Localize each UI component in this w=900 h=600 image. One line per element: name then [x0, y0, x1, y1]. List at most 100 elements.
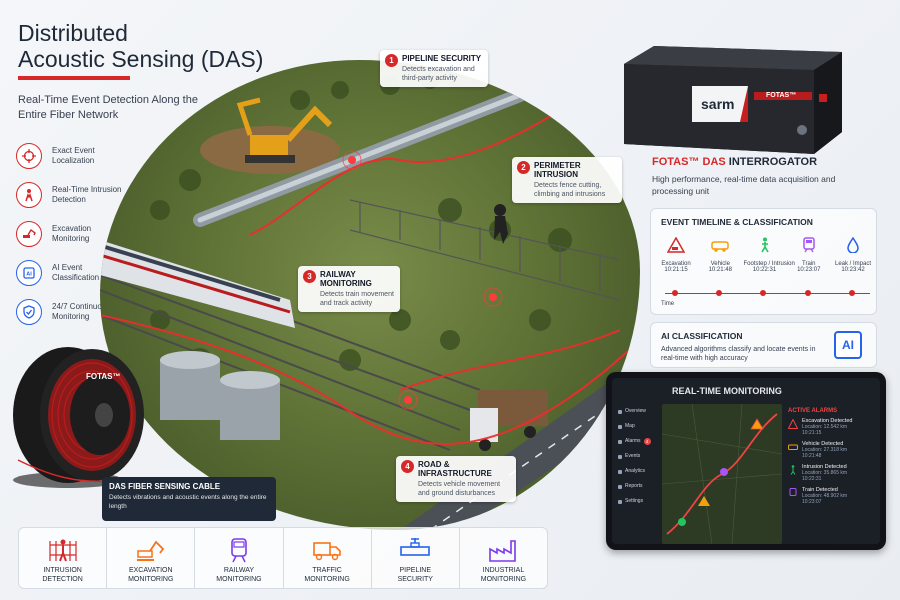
interrogator-unit: sarm FOTAS™	[614, 44, 844, 156]
event-time: 10:21:15	[664, 267, 688, 273]
app-label: Monitoring	[480, 576, 527, 583]
title-line-2: Acoustic Sensing (DAS)	[18, 46, 264, 72]
timeline-event-leak[interactable]: Leak / Impact 10:23:42	[832, 236, 874, 273]
callout-number: 3	[303, 270, 316, 283]
gear-icon	[618, 499, 622, 504]
app-label: Intrusion	[43, 567, 82, 574]
alarm-title: Vehicle Detected	[802, 441, 844, 447]
excavator-icon	[136, 540, 164, 561]
intrusion-icon	[48, 539, 77, 562]
callout-title: Road & Infrastructure	[418, 460, 492, 478]
alarm-time: 10:21:48	[802, 453, 822, 459]
app-pipeline-security[interactable]: Pipeline Security	[372, 528, 460, 588]
applications-bar: Intrusion Detection Excavation Monitorin…	[18, 527, 548, 589]
page-subtitle: Real-Time Event Detection Along the Enti…	[18, 94, 198, 121]
callout-title: Perimeter Intrusion	[534, 161, 581, 179]
event-time: 10:22:31	[752, 267, 777, 273]
cable-description: Detects vibrations and acoustic events a…	[109, 494, 267, 510]
person-icon	[16, 181, 42, 208]
app-label: Monitoring	[304, 576, 350, 583]
dashboard-nav: Overview Map Alarms 4 Events Analytics R…	[618, 404, 662, 509]
nav-item-events[interactable]: Events	[618, 449, 662, 464]
feature-ai: AI AI Event Classification	[16, 253, 124, 292]
callout-desc: Detects fence cutting, climbing and intr…	[534, 182, 606, 198]
timeline-marker	[805, 290, 811, 296]
callout-number: 2	[517, 161, 530, 174]
nav-item-map[interactable]: Map	[618, 419, 662, 434]
event-time: 10:23:07	[797, 267, 821, 273]
factory-icon	[489, 540, 517, 562]
app-intrusion-detection[interactable]: Intrusion Detection	[19, 528, 108, 588]
timeline-event-train[interactable]: Train 10:23:07	[788, 237, 830, 273]
excavation-warning-icon	[666, 236, 686, 253]
reports-icon	[618, 484, 622, 489]
timeline-marker	[760, 290, 766, 296]
ai-description: Advanced algorithms classify and locate …	[661, 346, 816, 362]
nav-label: Settings	[625, 498, 644, 504]
ai-chip-icon: AI	[834, 331, 862, 359]
feature-list: Exact Event Localization Real-Time Intru…	[16, 136, 124, 331]
dashboard-map[interactable]	[662, 404, 782, 544]
interrogator-title-rest: INTERROGATOR	[725, 156, 818, 168]
nav-item-alarms[interactable]: Alarms 4	[618, 434, 662, 449]
spool-brand-label: FOTAS™	[86, 372, 121, 381]
app-label: Traffic	[312, 567, 342, 574]
nav-item-reports[interactable]: Reports	[618, 479, 662, 494]
analytics-icon	[618, 469, 622, 474]
ai-icon: AI	[16, 259, 42, 286]
callout-title: Pipeline Security	[402, 54, 482, 63]
shield-check-icon	[16, 298, 42, 325]
train-icon	[231, 538, 247, 563]
alarm-location: Location: 27.318 km	[802, 447, 848, 453]
timeline-event-vehicle[interactable]: Vehicle 10:21:48	[699, 237, 741, 273]
timeline-event-excavation[interactable]: Excavation 10:21:15	[655, 236, 697, 273]
timeline-event-footstep[interactable]: Footstep / Intrusion 10:22:31	[743, 237, 795, 273]
nav-item-analytics[interactable]: Analytics	[618, 464, 662, 479]
app-railway-monitoring[interactable]: Railway Monitoring	[195, 528, 284, 588]
alarm-time: 10:21:15	[802, 430, 822, 436]
page-title: Distributed Acoustic Sensing (DAS)	[18, 20, 263, 72]
event-label: Excavation	[661, 261, 691, 267]
walking-person-icon	[790, 465, 796, 475]
crosshair-icon	[16, 142, 42, 169]
app-label: Excavation	[128, 567, 173, 574]
truck-graphic	[470, 390, 548, 451]
alarm-count-badge: 4	[643, 438, 651, 445]
monitoring-tablet: REAL-TIME MONITORING Overview Map Alarms…	[606, 372, 886, 550]
app-label: Detection	[42, 576, 83, 583]
timeline-axis	[665, 293, 870, 294]
nav-item-settings[interactable]: Settings	[618, 494, 662, 509]
alarm-time: 10:23:07	[802, 499, 822, 505]
app-excavation-monitoring[interactable]: Excavation Monitoring	[107, 528, 196, 588]
callout-desc: Detects vehicle movement and ground dist…	[418, 481, 501, 497]
app-label: Monitoring	[128, 576, 174, 583]
alarm-location: Location: 35.865 km	[802, 470, 848, 476]
warning-icon	[788, 419, 798, 429]
event-timeline-card: EVENT TIMELINE & CLASSIFICATION Excavati…	[650, 208, 877, 315]
event-label: Footstep / Intrusion	[743, 261, 795, 267]
title-underline	[18, 76, 130, 80]
app-label: Security	[397, 576, 433, 583]
events-icon	[618, 454, 622, 459]
alarm-location: Location: 48.902 km	[802, 493, 848, 499]
app-industrial-monitoring[interactable]: Industrial Monitoring	[460, 528, 547, 588]
map-icon	[618, 424, 622, 429]
ai-classification-card: AI CLASSIFICATION Advanced algorithms cl…	[650, 322, 877, 368]
svg-text:AI: AI	[26, 271, 32, 277]
walking-person-icon	[760, 237, 769, 253]
app-traffic-monitoring[interactable]: Traffic Monitoring	[284, 528, 372, 588]
train-icon	[789, 488, 797, 496]
app-label: Industrial	[482, 567, 525, 574]
nav-label: Events	[625, 453, 641, 459]
feature-label: AI Event Classification	[52, 262, 100, 282]
feature-247: 24/7 Continuous Monitoring	[16, 292, 124, 331]
event-time: 10:21:48	[708, 267, 732, 273]
app-label: Monitoring	[216, 576, 262, 583]
alarm-title: Train Detected	[802, 487, 838, 493]
nav-item-overview[interactable]: Overview	[618, 404, 662, 419]
